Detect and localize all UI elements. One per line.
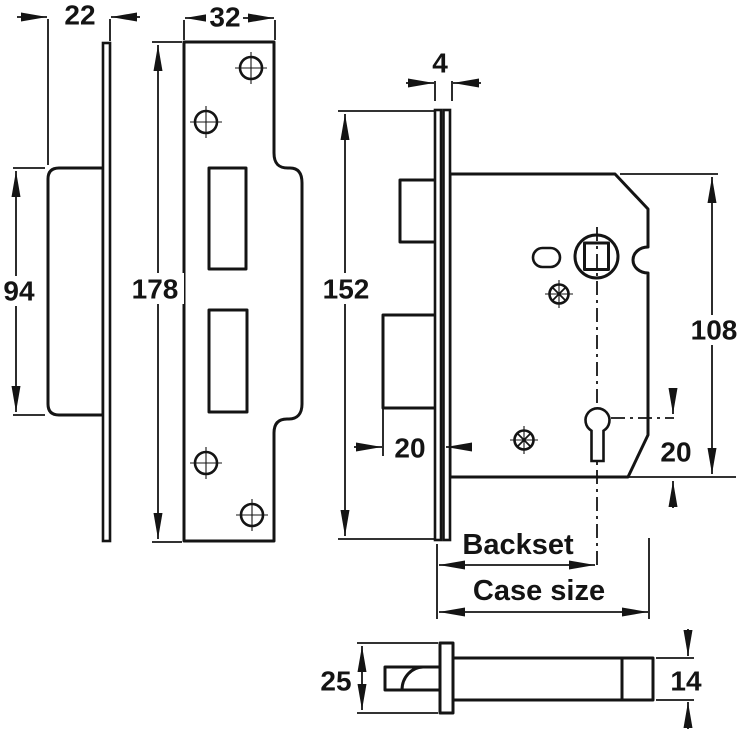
strike-plate-side-view: 22 94 (2, 0, 140, 543)
dim-faceplate-thickness: 4 (406, 48, 481, 101)
latch-bolt-top (398, 178, 440, 244)
dim-case-height: 108 (620, 173, 738, 478)
strike-plate-front-view: 32 178 (126, 2, 304, 543)
dim-keyhole-to-bottom: 20 (660, 388, 692, 508)
lock-case-view: 4 152 108 20 20 (317, 48, 738, 619)
dim-latch-plate-height: 25 (320, 642, 438, 714)
dim-20-throw-label: 20 (394, 433, 425, 464)
lock-faceplate-outer (433, 108, 443, 542)
dim-22-label: 22 (64, 0, 95, 31)
dim-32-label: 32 (209, 2, 240, 33)
dim-178-label: 178 (132, 274, 179, 305)
dim-box-height: 94 (2, 167, 45, 416)
deadbolt (381, 313, 440, 410)
screw-hole-icon (235, 52, 267, 84)
dim-152-label: 152 (323, 274, 370, 305)
dim-20-keyhole-label: 20 (660, 437, 691, 468)
strike-cutout-latch (207, 166, 248, 271)
phillips-screw-icon (510, 426, 538, 454)
spindle-square-hole (583, 241, 610, 271)
bolt-shaft (451, 656, 655, 702)
dim-faceplate-height: 152 (317, 110, 434, 540)
dim-bolt-throw: 20 (354, 409, 472, 464)
screw-hole-icon (190, 106, 222, 138)
dim-plate-depth: 22 (17, 0, 140, 165)
screw-hole-icon (236, 499, 268, 531)
screw-hole-icon (190, 447, 222, 479)
latch-plate (438, 641, 455, 715)
dim-4-label: 4 (432, 48, 448, 79)
backset-label: Backset (462, 529, 574, 561)
lock-faceplate-inner (442, 108, 452, 542)
dim-plate-width: 32 (183, 2, 276, 40)
case-size-label: Case size (473, 575, 605, 607)
dim-backset: Backset (436, 529, 595, 619)
latch-bolt-view: 25 14 (320, 629, 702, 729)
strike-box-side (46, 166, 105, 417)
dim-14-label: 14 (670, 666, 702, 697)
strike-plate-side (101, 41, 112, 543)
dim-94-label: 94 (3, 276, 35, 307)
dim-case-size: Case size (439, 538, 650, 619)
dim-plate-height: 178 (126, 41, 184, 543)
lock-case-outline (448, 172, 650, 479)
strike-cutout-deadbolt (207, 308, 249, 414)
oval-hole (531, 246, 562, 269)
latch-bevel-curve (400, 665, 424, 691)
dim-bolt-height: 14 (656, 629, 702, 729)
keyhole-icon (584, 407, 611, 463)
dim-25-label: 25 (320, 666, 351, 697)
phillips-screw-icon (545, 280, 573, 308)
dim-108-label: 108 (691, 315, 738, 346)
